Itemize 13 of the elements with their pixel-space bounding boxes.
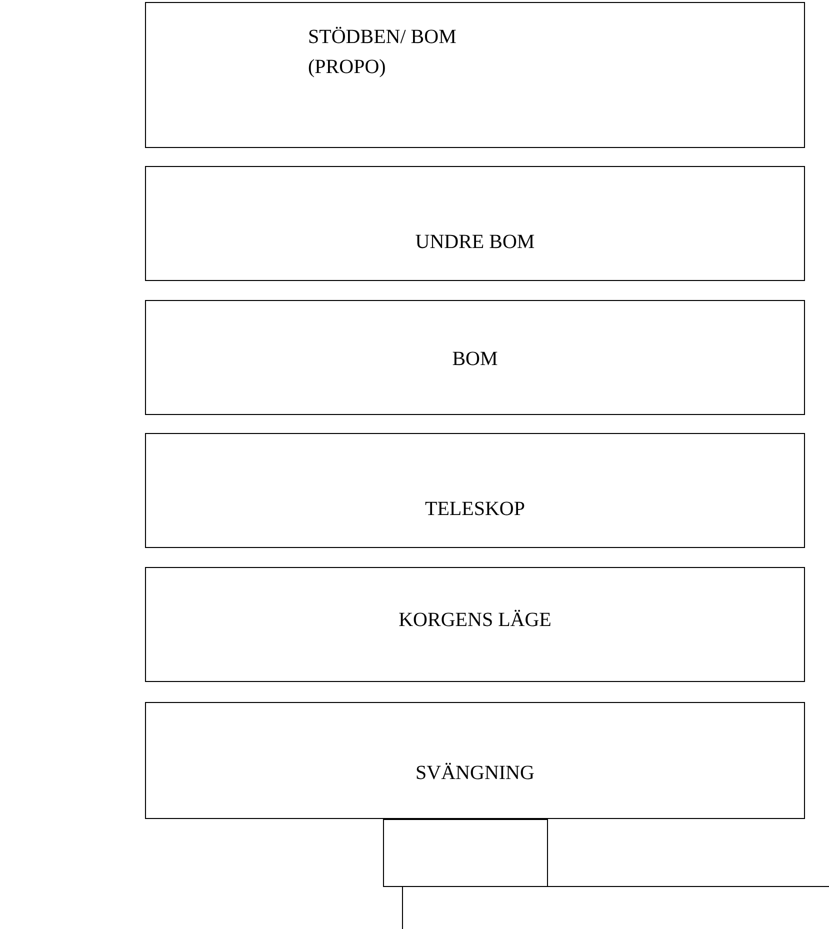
label-box bbox=[145, 433, 805, 548]
label-box bbox=[145, 2, 805, 148]
empty-box bbox=[383, 819, 548, 887]
box-label: BOM bbox=[451, 347, 499, 372]
box-label: UNDRE BOM bbox=[414, 230, 536, 255]
label-box bbox=[145, 567, 805, 682]
box-label: STÖDBEN/ BOM (PROPO) bbox=[308, 25, 458, 80]
label-box bbox=[145, 166, 805, 281]
box-label: KORGENS LÄGE bbox=[398, 608, 552, 633]
box-label: SVÄNGNING bbox=[414, 761, 536, 786]
box-label: TELESKOP bbox=[424, 497, 526, 522]
label-box bbox=[145, 702, 805, 819]
label-box bbox=[145, 300, 805, 415]
